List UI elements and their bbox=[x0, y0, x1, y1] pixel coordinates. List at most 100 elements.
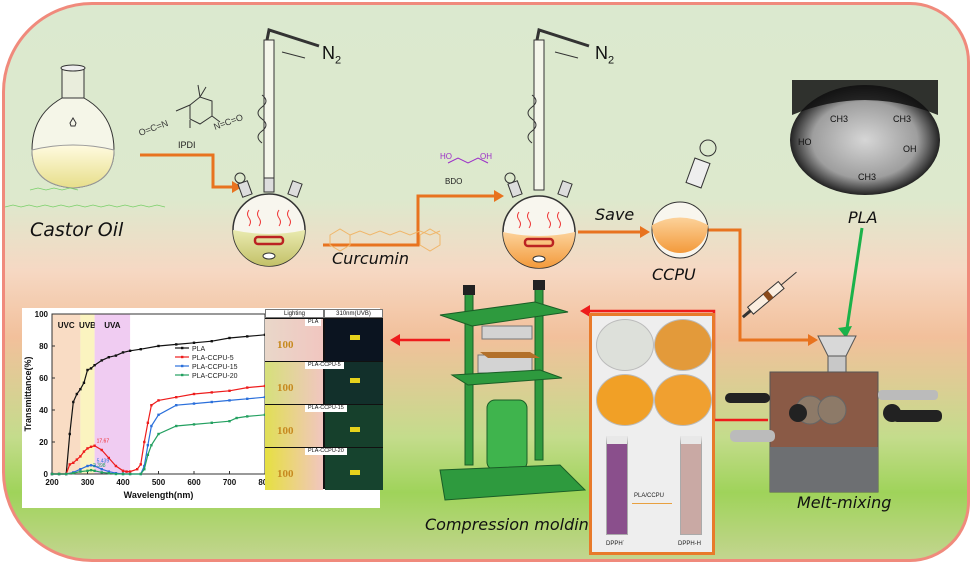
uv-header-lighting: Lighting bbox=[265, 309, 324, 318]
bdo-oh-label: OH bbox=[480, 152, 492, 161]
y-tick-label: 40 bbox=[39, 406, 48, 415]
red-arrow-head bbox=[580, 305, 590, 317]
data-point bbox=[93, 444, 96, 447]
data-point bbox=[139, 348, 142, 351]
pla-ch3-top-right: CH3 bbox=[893, 114, 912, 124]
n2-arrow-2 bbox=[554, 51, 579, 59]
data-point bbox=[192, 402, 196, 405]
data-point bbox=[89, 367, 93, 370]
data-point bbox=[246, 397, 249, 400]
data-point bbox=[128, 472, 132, 476]
data-point bbox=[107, 470, 110, 473]
data-point bbox=[146, 421, 150, 424]
data-point bbox=[157, 432, 160, 436]
data-point bbox=[72, 461, 75, 464]
data-point bbox=[82, 450, 86, 453]
x-tick-label: 200 bbox=[45, 478, 59, 487]
data-point bbox=[86, 368, 89, 372]
data-point bbox=[150, 444, 153, 447]
legend-marker bbox=[181, 355, 184, 359]
data-point bbox=[89, 464, 93, 467]
data-point bbox=[72, 472, 75, 475]
data-point bbox=[93, 364, 96, 367]
data-point bbox=[68, 432, 71, 436]
data-point bbox=[175, 424, 178, 428]
ccpu-label: CCPU bbox=[652, 265, 696, 284]
data-point bbox=[228, 399, 231, 402]
data-point bbox=[79, 388, 82, 391]
x-tick-label: 500 bbox=[152, 478, 166, 487]
data-point bbox=[121, 351, 125, 354]
series-line-pla bbox=[52, 334, 266, 475]
chart-svg: UVCUVBUVA2003004005006007008000204060801… bbox=[23, 310, 272, 500]
data-point bbox=[79, 455, 82, 458]
castor-oil-label: Castor Oil bbox=[30, 219, 124, 241]
band-uva bbox=[94, 314, 131, 474]
data-point bbox=[139, 463, 142, 466]
uv-header-uvb: 310nm(UVB) bbox=[324, 309, 383, 318]
syringe-icon bbox=[741, 271, 797, 319]
petri-dish-ccpu bbox=[654, 374, 712, 426]
data-point bbox=[79, 470, 82, 473]
cuvette-arrow bbox=[632, 503, 672, 504]
legend-entry: PLA-CCPU-20 bbox=[192, 373, 238, 380]
petri-dish-ccpu bbox=[596, 374, 654, 426]
y-tick-label: 60 bbox=[39, 374, 48, 383]
data-point bbox=[86, 447, 89, 450]
data-point bbox=[50, 472, 54, 476]
dpph-h-label: DPPH-H bbox=[678, 541, 702, 547]
data-point bbox=[146, 444, 150, 447]
pla-ch3-bottom: CH3 bbox=[858, 172, 877, 182]
data-point bbox=[157, 413, 160, 416]
data-point bbox=[89, 445, 93, 448]
legend-entry: PLA-CCPU-5 bbox=[192, 355, 234, 362]
legend-entry: PLA bbox=[192, 346, 206, 353]
curcumin-structure bbox=[329, 228, 441, 252]
castor-oil-flask bbox=[31, 64, 115, 189]
data-point bbox=[68, 463, 71, 466]
x-tick-label: 400 bbox=[116, 478, 130, 487]
data-point bbox=[192, 341, 196, 344]
data-point bbox=[114, 354, 118, 357]
data-point bbox=[107, 356, 110, 359]
petri-dish-ccpu bbox=[654, 319, 712, 371]
data-point bbox=[210, 421, 213, 424]
uv-row: PLA-CCPU-15 100 bbox=[265, 405, 383, 447]
x-axis-label: Wavelength(nm) bbox=[124, 490, 194, 500]
orange-flow-arrows bbox=[140, 153, 808, 342]
data-point bbox=[65, 472, 68, 476]
pla-ho: HO bbox=[798, 137, 812, 147]
bdo-label: BDO bbox=[445, 177, 463, 186]
data-point bbox=[192, 423, 196, 426]
bdo-ho-label: HO bbox=[440, 152, 452, 161]
data-point bbox=[128, 470, 132, 473]
svg-text:O=C=N: O=C=N bbox=[137, 118, 169, 138]
band-uvb bbox=[80, 314, 95, 474]
cuvette-arrow-label: PLA/CCPU bbox=[634, 493, 665, 499]
dpph-label: DPPH˙ bbox=[606, 541, 625, 547]
uv-photo-panel: Lighting 310nm(UVB) PLA 100 PLA-CCPU-5 1… bbox=[265, 309, 383, 490]
curcumin-label: Curcumin bbox=[332, 249, 409, 268]
band-label: UVA bbox=[104, 321, 121, 330]
data-point bbox=[100, 448, 103, 452]
compression-press bbox=[439, 280, 587, 501]
uv-row: PLA-CCPU-5 100 bbox=[265, 362, 383, 404]
data-point bbox=[107, 456, 110, 460]
data-point bbox=[114, 472, 118, 476]
reactor-1 bbox=[232, 28, 320, 267]
y-tick-label: 80 bbox=[39, 342, 48, 351]
red-arrow-head bbox=[390, 334, 400, 346]
n2-label-1: N2 bbox=[322, 43, 342, 67]
green-arrow-head bbox=[838, 326, 852, 338]
compression-molding-label: Compression molding bbox=[425, 515, 599, 534]
data-point bbox=[143, 468, 146, 471]
bill-text: 100 bbox=[277, 382, 294, 394]
data-point bbox=[79, 468, 82, 471]
data-point bbox=[143, 440, 146, 444]
petri-dish-pla bbox=[596, 319, 654, 371]
pla-pellets-image bbox=[790, 80, 940, 195]
x-tick-label: 600 bbox=[187, 478, 201, 487]
data-point bbox=[136, 468, 139, 471]
band-label: UVC bbox=[58, 321, 75, 330]
